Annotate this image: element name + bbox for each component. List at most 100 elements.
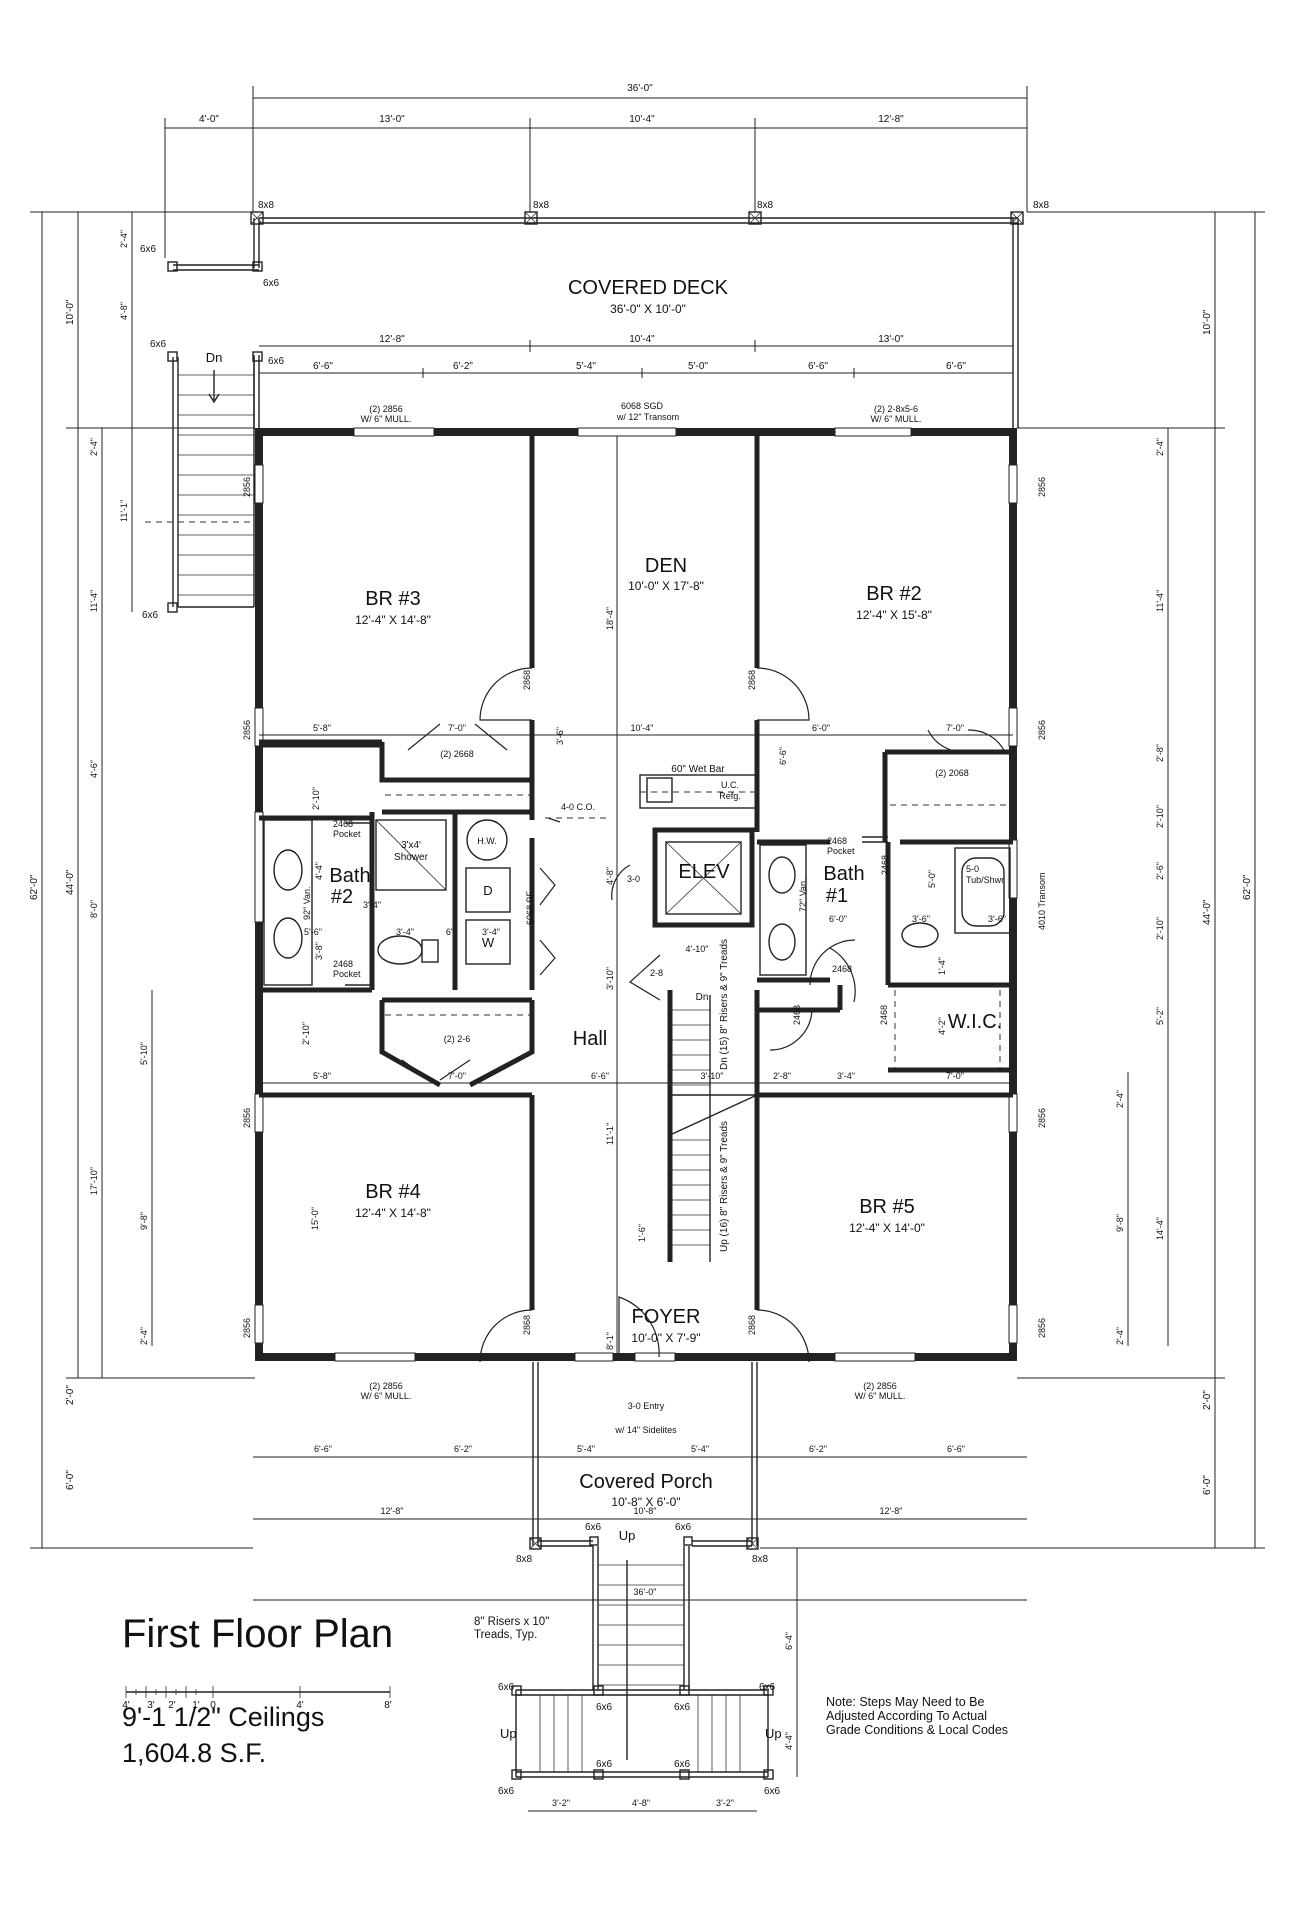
d-5-6: 5'-6" <box>304 927 322 937</box>
fixtures <box>263 774 1011 1068</box>
dim-r-2-8: 2'-8" <box>1155 744 1165 762</box>
window-labels: (2) 2856 W/ 6" MULL. 6068 SGD w/ 12" Tra… <box>242 401 1047 1401</box>
porch-post-6x6-a: 6x6 <box>585 1522 602 1533</box>
step-post-e: 6x6 <box>596 1759 613 1770</box>
scale-label-4: 0 <box>210 1700 216 1711</box>
fixture-labels: 3'x4' Shower H.W. D W 60" Wet Bar U.C. R… <box>302 670 1004 1435</box>
entry-label: 3-0 Entry <box>628 1401 665 1411</box>
door-2868-a: 2868 <box>522 670 532 690</box>
d-br3-7-0: 7'-0" <box>448 723 466 733</box>
d-br2-6-0: 6'-0" <box>812 723 830 733</box>
dryer-label: D <box>483 883 492 898</box>
d-porch-10-8: 10'-8" <box>634 1506 657 1516</box>
d-steps-6-4: 6'-4" <box>784 1632 794 1650</box>
d-3-6: 3'-6" <box>555 727 565 745</box>
d-porch-6-2-a: 6'-2" <box>454 1444 472 1454</box>
d-3-4-a: 3'-4" <box>396 927 414 937</box>
bath1-label-b: #1 <box>826 885 848 907</box>
scale-label-5: 4' <box>296 1700 304 1711</box>
dim-left-10: 10'-0" <box>65 299 76 325</box>
win-2856-l1: 2856 <box>242 477 252 497</box>
post-8x8-c: 8x8 <box>757 200 774 211</box>
dim-l-11-4: 11'-4" <box>89 590 99 612</box>
dim-r-2-4-c: 2'-4" <box>1115 1327 1125 1345</box>
foyer-label: FOYER <box>632 1306 701 1328</box>
d-4-2: 4'-2" <box>937 1017 947 1035</box>
d-hall-4-8: 4'-8" <box>605 867 615 885</box>
dim-l-2-4: 2'-4" <box>89 438 99 456</box>
refg-b: Refg. <box>719 791 741 801</box>
stairs-up-label: Up (16) 8" Risers & 9" Treads <box>719 1121 730 1252</box>
step-post-c: 6x6 <box>674 1702 691 1713</box>
covered-porch: 8x8 8x8 6x6 6x6 Up 6'-6" 6'-2" 5'-4" 5'-… <box>253 1362 1027 1601</box>
d-6-6-v: 6'-6" <box>778 747 788 765</box>
dim-left-62: 62'-0" <box>29 874 40 900</box>
post-6x6-e: 6x6 <box>142 610 159 621</box>
d-4-10: 4'-10" <box>686 944 709 954</box>
win-label-bot-left: (2) 2856 <box>369 1381 403 1391</box>
dim-l-2-4-b: 2'-4" <box>119 230 129 248</box>
ceiling-height: 9'-1 1/2" Ceilings <box>122 1702 325 1732</box>
dim-right-10: 10'-0" <box>1202 309 1213 335</box>
closet-2668: (2) 2668 <box>440 749 474 759</box>
foyer-size: 10'-0" X 7'-9" <box>631 1331 700 1345</box>
porch-label: Covered Porch <box>579 1471 712 1493</box>
door-2868-c: 2868 <box>522 1315 532 1335</box>
washer-label: W <box>482 935 495 950</box>
d-porch-5-4-b: 5'-4" <box>691 1444 709 1454</box>
dim-row2-d: 5'-0" <box>688 361 708 372</box>
step-post-h: 6x6 <box>764 1786 781 1797</box>
door-2868-d: 2868 <box>747 1315 757 1335</box>
elev-label: ELEV <box>678 861 730 883</box>
closet-2068: (2) 2068 <box>935 768 969 778</box>
van92: 92" Van. <box>302 886 312 920</box>
post-6x6-c: 6x6 <box>150 339 167 350</box>
int-stair-dn: Dn <box>696 992 709 1003</box>
left-dimensions: 62'-0" 10'-0" 44'-0" 2'-0" 6'-0" 2'-4" 1… <box>29 211 255 1549</box>
door-28: 2-8 <box>650 968 663 978</box>
den-size: 10'-0" X 17'-8" <box>628 579 704 593</box>
dim-l-4-6: 4'-6" <box>89 760 99 778</box>
step-post-g: 6x6 <box>498 1786 515 1797</box>
dim-deck-10-4: 10'-4" <box>629 334 655 345</box>
dim-12-8: 12'-8" <box>878 114 904 125</box>
step-post-d: 6x6 <box>759 1682 776 1693</box>
hall-label: Hall <box>573 1028 607 1050</box>
porch-size: 10'-8" X 6'-0" <box>611 1495 680 1509</box>
win-label-top-left: (2) 2856 <box>369 404 403 414</box>
porch-post-6x6-b: 6x6 <box>675 1522 692 1533</box>
right-dimensions: 62'-0" 10'-0" 44'-0" 2'-0" 6'-0" 2'-4" 1… <box>760 211 1265 1549</box>
d-porch-6-2-b: 6'-2" <box>809 1444 827 1454</box>
br2-label: BR #2 <box>866 583 922 605</box>
d-3-6-b: 3'-6" <box>912 914 930 924</box>
d-6-0-b1: 6'-0" <box>829 914 847 924</box>
dim-overall-top: 36'-0" <box>627 83 653 94</box>
pocket-b-1: Pocket <box>333 829 361 839</box>
scale-label-3: 1' <box>192 1700 200 1711</box>
deck-stair-dn: Dn <box>206 350 223 365</box>
square-footage: 1,604.8 S.F. <box>122 1738 267 1768</box>
interior-walls <box>259 436 1013 1310</box>
d-2-10-b: 2'-10" <box>301 1022 311 1045</box>
shower-size: 3'x4' <box>401 840 421 851</box>
door-2468-c: 2468 <box>792 1005 802 1025</box>
pocket-b-2: Pocket <box>333 969 361 979</box>
d-1-6: 1'-6" <box>637 1224 647 1242</box>
win-2856-r3: 2856 <box>1037 1108 1047 1128</box>
win-mull-top-right: W/ 6" MULL. <box>871 414 922 424</box>
interior-dimensions: 5'-8" 7'-0" 10'-4" 6'-0" 7'-0" 5'-8" 7'-… <box>259 436 1013 1357</box>
plan-title: First Floor Plan <box>122 1612 394 1656</box>
d-5-0-v: 5'-0" <box>927 870 937 888</box>
d-3-6-c: 3'-6" <box>988 914 1006 924</box>
door-30: 3-0 <box>627 874 640 884</box>
dim-deck-13-0: 13'-0" <box>878 334 904 345</box>
post-8x8-d: 8x8 <box>1033 200 1050 211</box>
dim-l-8-0: 8'-0" <box>89 900 99 918</box>
exterior-walls <box>254 427 1018 1362</box>
d-porch-5-4-a: 5'-4" <box>577 1444 595 1454</box>
win-2856-r4: 2856 <box>1037 1318 1047 1338</box>
dim-l-4-8: 4'-8" <box>119 302 129 320</box>
d-1-4: 1'-4" <box>937 957 947 975</box>
room-labels: BR #3 12'-4" X 14'-8" DEN 10'-0" X 17'-8… <box>329 555 1002 1509</box>
dim-right-62: 62'-0" <box>1242 874 1253 900</box>
